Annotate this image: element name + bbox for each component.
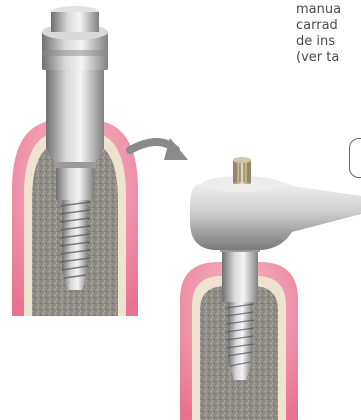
left-implant (60, 198, 90, 290)
sequence-arrow-icon (130, 138, 188, 160)
right-implant (226, 300, 254, 380)
